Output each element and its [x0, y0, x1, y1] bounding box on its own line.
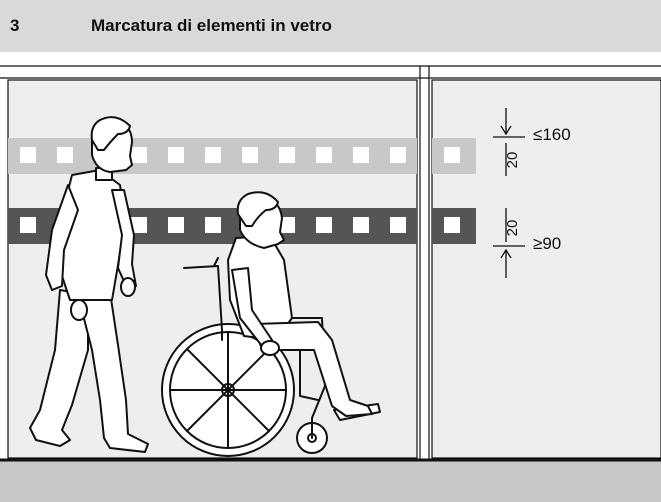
section-title: Marcatura di elementi in vetro — [91, 16, 332, 35]
upper-band-dimension: 20 — [504, 152, 521, 169]
walking-person-icon — [29, 116, 149, 453]
wheelchair-user-icon — [161, 191, 381, 457]
section-number: 3 — [10, 16, 20, 35]
upper-limit-label: ≤160 — [533, 125, 571, 144]
floor — [0, 461, 661, 502]
section-header: 3 Marcatura di elementi in vetro — [0, 0, 661, 52]
upper-marking-band — [8, 138, 476, 174]
lower-band-dimension: 20 — [504, 220, 521, 237]
dimension-markings — [493, 108, 525, 278]
glass-marking-illustration: 20 20 ≤160 ≥90 — [0, 52, 661, 502]
lower-limit-label: ≥90 — [533, 234, 561, 253]
